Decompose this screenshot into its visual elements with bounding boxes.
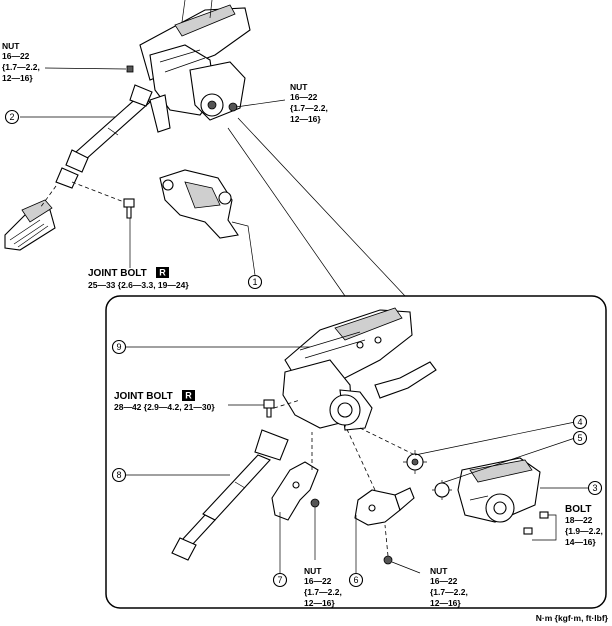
joint-bolt-upper — [71, 181, 135, 219]
joint-bolt-lower — [263, 399, 301, 418]
svg-text:{1.7—2.2,: {1.7—2.2, — [304, 587, 342, 597]
svg-text:{1.7—2.2,: {1.7—2.2, — [430, 587, 468, 597]
svg-text:NUT: NUT — [304, 566, 322, 576]
intermediate-shaft-detail — [171, 429, 289, 561]
svg-text:12—16}: 12—16} — [430, 598, 461, 608]
dash-line — [359, 427, 416, 456]
nut-label-bottom-mid: NUT 16—22 {1.7—2.2, 12—16} — [304, 566, 342, 608]
svg-text:16—22: 16—22 — [2, 51, 30, 61]
svg-text:14—16}: 14—16} — [565, 537, 596, 547]
svg-text:NUT: NUT — [2, 41, 20, 51]
detail-frame — [105, 295, 607, 609]
steering-column-upper — [139, 0, 251, 133]
svg-text:8: 8 — [116, 470, 121, 480]
joint-bolt-label-lower: JOINT BOLT R 28—42 {2.9—4.2, 21—30} — [114, 390, 215, 412]
svg-text:7: 7 — [277, 575, 282, 585]
callout-9: 9 — [111, 339, 127, 355]
svg-text:28—42 {2.9—4.2, 21—30}: 28—42 {2.9—4.2, 21—30} — [114, 402, 215, 412]
svg-text:12—16}: 12—16} — [304, 598, 335, 608]
svg-text:BOLT: BOLT — [565, 504, 591, 515]
nut-label-top-right: NUT 16—22 {1.7—2.2, 12—16} — [290, 82, 328, 124]
gear-4 — [403, 450, 427, 474]
svg-text:12—16}: 12—16} — [290, 114, 321, 124]
zoom-line — [237, 117, 406, 297]
callout-1: 1 — [247, 274, 263, 290]
upper-overview — [4, 0, 286, 276]
svg-text:{1.7—2.2,: {1.7—2.2, — [2, 62, 40, 72]
unit-note: N·m {kgf·m, ft·lbf} — [536, 613, 609, 623]
nut-label-top-left: NUT 16—22 {1.7—2.2, 12—16} — [2, 41, 40, 83]
callout-2: 2 — [4, 109, 20, 125]
svg-text:5: 5 — [577, 433, 582, 443]
callout-6: 6 — [348, 572, 364, 588]
svg-text:18—22: 18—22 — [565, 515, 593, 525]
bolt-label-right: BOLT 18—22 {1.9—2.2, 14—16} — [565, 504, 603, 547]
svg-text:R: R — [159, 268, 166, 278]
callout-3: 3 — [587, 480, 603, 496]
intermediate-shaft-upper — [55, 84, 153, 189]
nut-icon — [383, 555, 393, 565]
svg-text:{1.9—2.2,: {1.9—2.2, — [565, 526, 603, 536]
bolt-pair — [523, 511, 557, 541]
dash-line — [384, 524, 389, 557]
svg-text:16—22: 16—22 — [290, 92, 318, 102]
svg-text:NUT: NUT — [430, 566, 448, 576]
replace-mark-icon — [182, 390, 195, 401]
svg-text:12—16}: 12—16} — [2, 73, 33, 83]
callout-8: 8 — [111, 467, 127, 483]
svg-text:1: 1 — [252, 277, 257, 287]
svg-text:4: 4 — [577, 417, 582, 427]
svg-text:R: R — [185, 391, 192, 401]
zoom-line — [227, 127, 346, 297]
joint-bolt-label-upper: JOINT BOLT R 25—33 {2.6—3.3, 19—24} — [88, 267, 189, 290]
svg-text:{1.7—2.2,: {1.7—2.2, — [290, 103, 328, 113]
svg-text:JOINT BOLT: JOINT BOLT — [114, 391, 173, 402]
replace-mark-icon — [156, 267, 169, 278]
svg-text:25—33 {2.6—3.3, 19—24}: 25—33 {2.6—3.3, 19—24} — [88, 280, 189, 290]
nut-label-bottom-right: NUT 16—22 {1.7—2.2, 12—16} — [430, 566, 468, 608]
motor — [457, 457, 541, 523]
bracket — [344, 424, 415, 526]
svg-text:16—22: 16—22 — [304, 576, 332, 586]
nut-icon — [126, 65, 134, 73]
callout-5: 5 — [572, 430, 588, 446]
nut-icon — [310, 498, 320, 508]
svg-text:JOINT BOLT: JOINT BOLT — [88, 268, 147, 279]
detail-view — [125, 307, 590, 574]
svg-text:3: 3 — [592, 483, 597, 493]
steering-column-detail — [282, 307, 437, 431]
svg-text:9: 9 — [116, 342, 121, 352]
column-cover-lower — [271, 432, 319, 521]
svg-text:NUT: NUT — [290, 82, 308, 92]
nut-icon — [228, 102, 238, 112]
column-cover — [159, 169, 239, 239]
svg-text:2: 2 — [9, 112, 14, 122]
callout-7: 7 — [272, 572, 288, 588]
callout-4: 4 — [572, 414, 588, 430]
svg-text:16—22: 16—22 — [430, 576, 458, 586]
svg-text:6: 6 — [353, 575, 358, 585]
steering-gear-pinion — [4, 185, 57, 251]
